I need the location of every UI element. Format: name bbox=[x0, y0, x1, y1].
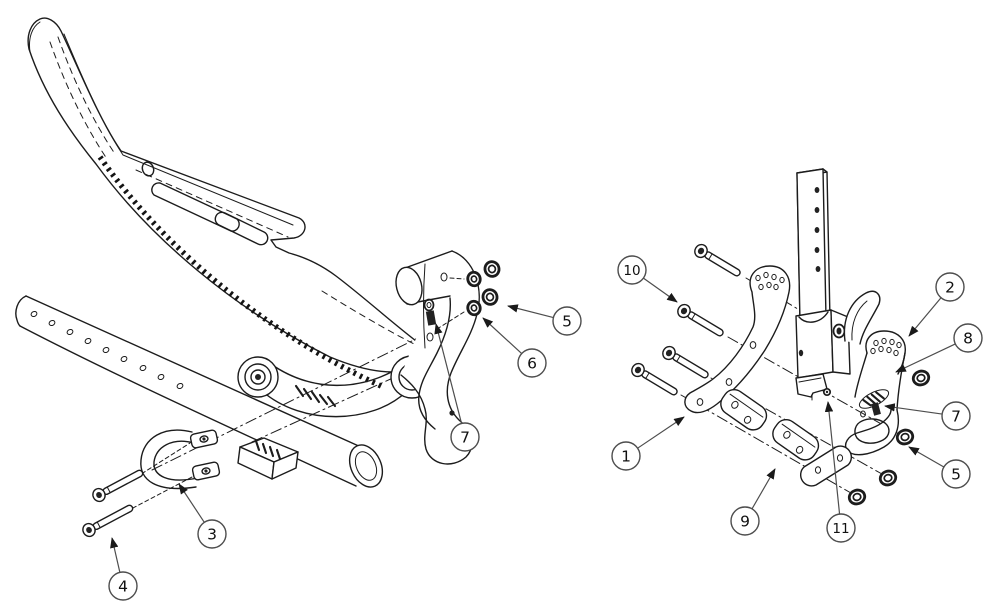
blade-hole bbox=[141, 161, 155, 177]
callout-balloon-right-5 bbox=[941, 459, 971, 489]
leader-line-left-3 bbox=[178, 483, 205, 523]
tube-open-end bbox=[348, 444, 384, 488]
bracket-face-holes bbox=[423, 272, 448, 342]
callout-balloon-right-8 bbox=[953, 323, 983, 353]
washer-upper bbox=[466, 270, 482, 288]
rocker-window-teeth bbox=[294, 384, 337, 408]
assembly-axis-lines-left bbox=[113, 327, 451, 519]
hook-cutout bbox=[854, 418, 890, 444]
spacer-block-2 bbox=[772, 418, 820, 461]
cane-holes bbox=[814, 187, 821, 272]
receiver-tube-top bbox=[404, 250, 453, 269]
leader-line-right-9 bbox=[751, 468, 776, 510]
callout-number-left-5: 5 bbox=[562, 313, 572, 331]
leader-line-right-11 bbox=[824, 401, 841, 515]
seat-tube bbox=[15, 295, 384, 488]
frame-side-blade bbox=[27, 17, 433, 389]
callout-number-right-11: 11 bbox=[832, 521, 849, 537]
callout-number-right-5: 5 bbox=[951, 466, 961, 484]
clamp-screw-1 bbox=[92, 469, 144, 503]
backrest-cane-mount-assembly bbox=[631, 168, 931, 506]
cable-clamp-block bbox=[237, 437, 299, 480]
clamp-tab-upper bbox=[189, 429, 219, 449]
leader-line-right-2 bbox=[908, 297, 942, 337]
cane-hinge-block bbox=[795, 309, 851, 398]
callout-balloon-left-4 bbox=[108, 571, 138, 601]
mount-plate-left bbox=[684, 265, 791, 414]
hinge-latch bbox=[795, 373, 828, 398]
callouts-layer: 3 4 5 6 7 10 2 8 7 5 1 9 11 bbox=[108, 255, 983, 601]
mount-plate-right bbox=[800, 290, 906, 487]
leader-line-left-6 bbox=[482, 317, 523, 354]
plate-plug bbox=[871, 402, 881, 416]
locknut-lower bbox=[481, 288, 499, 306]
seat-frame-recline-assembly bbox=[15, 17, 501, 538]
mount-bolt-1 bbox=[694, 243, 741, 277]
clamp-screw-2 bbox=[82, 504, 134, 538]
latch-screw bbox=[822, 387, 832, 397]
clamp-tab-lower bbox=[191, 461, 221, 481]
plate-hook bbox=[844, 409, 900, 456]
callout-number-left-3: 3 bbox=[207, 526, 217, 544]
blade-slot-2 bbox=[214, 211, 269, 246]
callout-number-right-9: 9 bbox=[740, 513, 750, 531]
leader-line-right-5 bbox=[908, 446, 945, 468]
callout-balloon-left-3 bbox=[197, 519, 227, 549]
plate-left-body-holes bbox=[696, 341, 757, 406]
blade-inner-rim bbox=[29, 21, 294, 226]
callout-balloon-right-11 bbox=[826, 513, 856, 543]
plate-right-hole-cluster bbox=[870, 337, 902, 357]
locknut-upper bbox=[483, 260, 501, 278]
leader-line-right-7 bbox=[884, 403, 943, 415]
plate-left-hole-cluster bbox=[755, 271, 785, 291]
flange-nut-3 bbox=[878, 469, 898, 487]
callout-balloon-right-10 bbox=[617, 255, 647, 285]
receiver-bracket bbox=[395, 250, 480, 465]
callout-balloon-left-7 bbox=[450, 422, 480, 452]
callout-number-right-8: 8 bbox=[963, 330, 973, 348]
callout-number-right-10: 10 bbox=[623, 263, 640, 279]
leader-line-left-5 bbox=[507, 304, 554, 319]
washer-lower bbox=[466, 299, 482, 317]
mount-bolt-2 bbox=[677, 303, 724, 337]
flange-nut-4 bbox=[847, 488, 867, 506]
spacer-block-1 bbox=[720, 388, 768, 431]
callout-balloon-right-2 bbox=[935, 272, 965, 302]
flange-nut-2 bbox=[895, 428, 915, 446]
receiver-tube-face bbox=[395, 266, 423, 306]
callout-number-left-7: 7 bbox=[460, 429, 470, 447]
blade-hidden-lines bbox=[49, 36, 431, 353]
bracket-rivet bbox=[449, 410, 455, 416]
leader-line-right-8 bbox=[895, 343, 956, 373]
plate-tail bbox=[800, 445, 852, 487]
plate-horn bbox=[843, 290, 881, 345]
leader-line-left-7 bbox=[434, 323, 463, 424]
leader-line-right-10 bbox=[643, 277, 678, 303]
leader-line-left-4 bbox=[110, 537, 121, 573]
callout-number-right-7: 7 bbox=[951, 408, 961, 426]
callout-balloon-left-5 bbox=[552, 306, 582, 336]
tube-adjustment-holes bbox=[30, 310, 184, 390]
callout-number-left-6: 6 bbox=[527, 355, 537, 373]
leader-line-right-1 bbox=[637, 416, 685, 449]
callout-balloon-left-6 bbox=[517, 348, 547, 378]
pivot-hub-front bbox=[237, 356, 279, 398]
callout-balloon-right-9 bbox=[730, 506, 760, 536]
u-bolt-clamp bbox=[140, 429, 221, 490]
rocker-link bbox=[261, 361, 407, 418]
callout-number-right-2: 2 bbox=[945, 279, 955, 297]
callout-number-left-4: 4 bbox=[118, 578, 128, 596]
callout-balloon-right-1 bbox=[611, 441, 641, 471]
mount-bolt-4 bbox=[631, 362, 678, 396]
callout-number-right-1: 1 bbox=[621, 448, 631, 466]
logo-decal bbox=[858, 389, 890, 409]
flange-nut-1 bbox=[911, 369, 931, 387]
backrest-cane bbox=[796, 168, 831, 323]
mount-bolt-3 bbox=[662, 345, 709, 379]
callout-balloon-right-7 bbox=[941, 401, 971, 431]
ratchet-teeth bbox=[97, 155, 383, 389]
